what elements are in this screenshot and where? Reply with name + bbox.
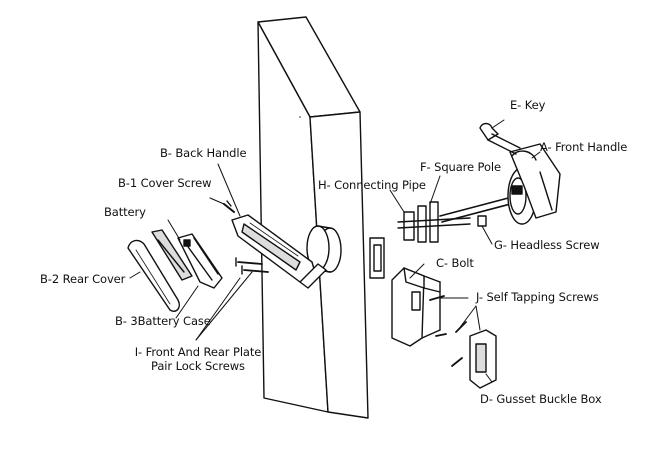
label-front-handle: A- Front Handle bbox=[540, 140, 628, 154]
gusset-buckle-box bbox=[469, 329, 497, 389]
door-slab bbox=[257, 16, 369, 419]
label-square-pole: F- Square Pole bbox=[420, 160, 501, 174]
label-self-tapping-screws: J- Self Tapping Screws bbox=[476, 290, 599, 304]
label-back-handle: B- Back Handle bbox=[160, 146, 247, 160]
label-key: E- Key bbox=[510, 98, 546, 112]
leader-lines bbox=[129, 119, 541, 383]
label-connecting-pipe: H- Connecting Pipe bbox=[318, 178, 426, 192]
headless-screw bbox=[477, 215, 487, 227]
label-rear-cover: B-2 Rear Cover bbox=[40, 272, 126, 286]
square-pole bbox=[439, 195, 519, 223]
label-cover-screw: B-1 Cover Screw bbox=[118, 176, 212, 190]
label-headless-screw: G- Headless Screw bbox=[494, 238, 600, 252]
label-battery: Battery bbox=[104, 205, 146, 219]
key bbox=[479, 122, 521, 155]
label-gusset-box: D- Gusset Buckle Box bbox=[480, 392, 602, 406]
rear-cover bbox=[127, 239, 180, 312]
label-lock-screws-line2: Pair Lock Screws bbox=[151, 359, 245, 373]
battery bbox=[151, 229, 193, 281]
battery-case bbox=[177, 233, 223, 289]
label-lock-screws-line1: I- Front And Rear Plate bbox=[134, 345, 262, 359]
cover-screw bbox=[223, 200, 235, 213]
label-lock-screws: I- Front And Rear Plate Pair Lock Screws bbox=[132, 345, 264, 373]
plate-lock-screws bbox=[235, 257, 269, 275]
label-battery-case: B- 3Battery Case bbox=[115, 314, 211, 328]
self-tapping-screws bbox=[429, 295, 467, 367]
connecting-pipe bbox=[397, 201, 471, 243]
front-handle bbox=[507, 143, 561, 225]
label-bolt: C- Bolt bbox=[436, 256, 474, 270]
latch-bolt bbox=[391, 267, 441, 347]
back-handle bbox=[231, 214, 327, 289]
door-latch-mortise bbox=[369, 237, 385, 279]
